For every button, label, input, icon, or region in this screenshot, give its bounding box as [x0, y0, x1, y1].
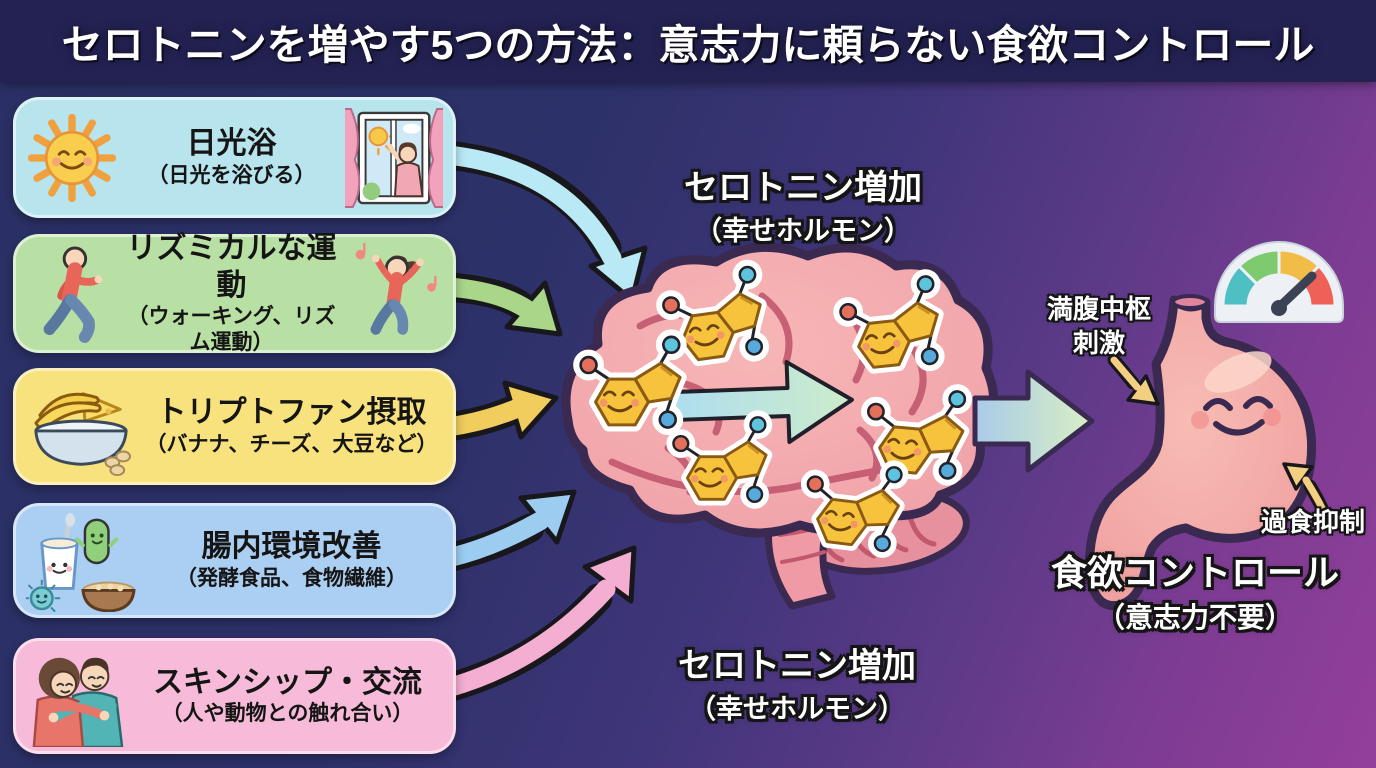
method-sublabel: （日光を浴びる）: [147, 163, 316, 187]
smiling-stomach-icon: [1085, 294, 1317, 610]
serotonin-increase-text: セロトニン増加: [684, 169, 922, 207]
walking-person-icon: [43, 246, 103, 343]
arrow-touch-to-brain: [433, 545, 637, 703]
method-box-gut-health: 腸内環境改善 （発酵食品、食物繊維）: [13, 503, 456, 618]
fullness-pointer-arrow: [1107, 353, 1160, 406]
overeating-text: 過食抑制: [1260, 507, 1366, 537]
method-sublabel: （発酵食品、食物繊維）: [176, 566, 407, 590]
brain-to-stomach-arrow: [972, 369, 1095, 473]
fullness-line1: 満腹中枢: [1046, 294, 1152, 324]
fullness-center-label: 満腹中枢 刺激: [1047, 293, 1151, 361]
page-title: セロトニンを増やす5つの方法：意志力に頼らない食欲コントロール: [61, 22, 1315, 68]
no-willpower-text: （意志力不要）: [1096, 602, 1294, 633]
appetite-control-text: 食欲コントロール: [1050, 552, 1340, 593]
serotonin-increase-label-top: セロトニン増加 （幸せホルモン）: [684, 160, 922, 248]
method-box-sunbathing: 日光浴 （日光を浴びる）: [13, 97, 456, 218]
method-sublabel: （バナナ、チーズ、大豆など）: [145, 432, 438, 456]
method-sublabel: （ウォーキング、リズム運動）: [127, 305, 336, 355]
happy-hormone-text: （幸せホルモン）: [695, 216, 911, 246]
stomach-face: [1203, 396, 1273, 436]
method-sublabel: （人や動物との触れ合い）: [161, 702, 414, 726]
serotonin-flow-arrow: [669, 360, 854, 444]
music-note-icon: [355, 242, 437, 292]
title-bar: セロトニンを増やす5つの方法：意志力に頼らない食欲コントロール: [0, 0, 1376, 82]
serotonin-increase-label-bottom: セロトニン増加 （幸せホルモン）: [678, 638, 916, 726]
brain-icon: [561, 242, 999, 610]
arrow-tryptophan-to-brain: [433, 380, 559, 442]
gut-health-foods-icon: [26, 512, 136, 612]
method-label: トリプトファン摂取: [156, 396, 427, 430]
method-label: スキンシップ・交流: [152, 665, 423, 699]
method-label: 腸内環境改善: [201, 530, 382, 564]
window-person-icon: [345, 107, 443, 208]
fullness-line2: 刺激: [1072, 327, 1126, 358]
overeating-suppression-label: 過食抑制: [1261, 506, 1365, 540]
dancing-person-icon: [355, 242, 437, 335]
appetite-control-label: 食欲コントロール （意志力不要）: [1051, 544, 1339, 636]
overeating-pointer-arrow: [1282, 462, 1329, 515]
method-label: リズミカルな運動: [126, 232, 337, 302]
method-box-tryptophan: トリプトファン摂取 （バナナ、チーズ、大豆など）: [13, 368, 456, 485]
arrow-exercise-to-brain: [433, 272, 563, 337]
method-box-social-touch: スキンシップ・交流 （人や動物との触れ合い）: [13, 638, 456, 754]
serotonin-increase-text: セロトニン増加: [678, 647, 916, 685]
satiety-gauge-icon: [1214, 241, 1344, 323]
method-label: 日光浴: [186, 127, 277, 161]
method-box-exercise: リズミカルな運動 （ウォーキング、リズム運動）: [13, 232, 456, 355]
smiling-sun-icon: [27, 113, 117, 202]
hugging-people-icon: [32, 657, 124, 747]
happy-hormone-text: （幸せホルモン）: [689, 694, 905, 724]
tryptophan-foods-icon: [34, 391, 132, 476]
arrow-gut-to-brain: [433, 489, 577, 573]
